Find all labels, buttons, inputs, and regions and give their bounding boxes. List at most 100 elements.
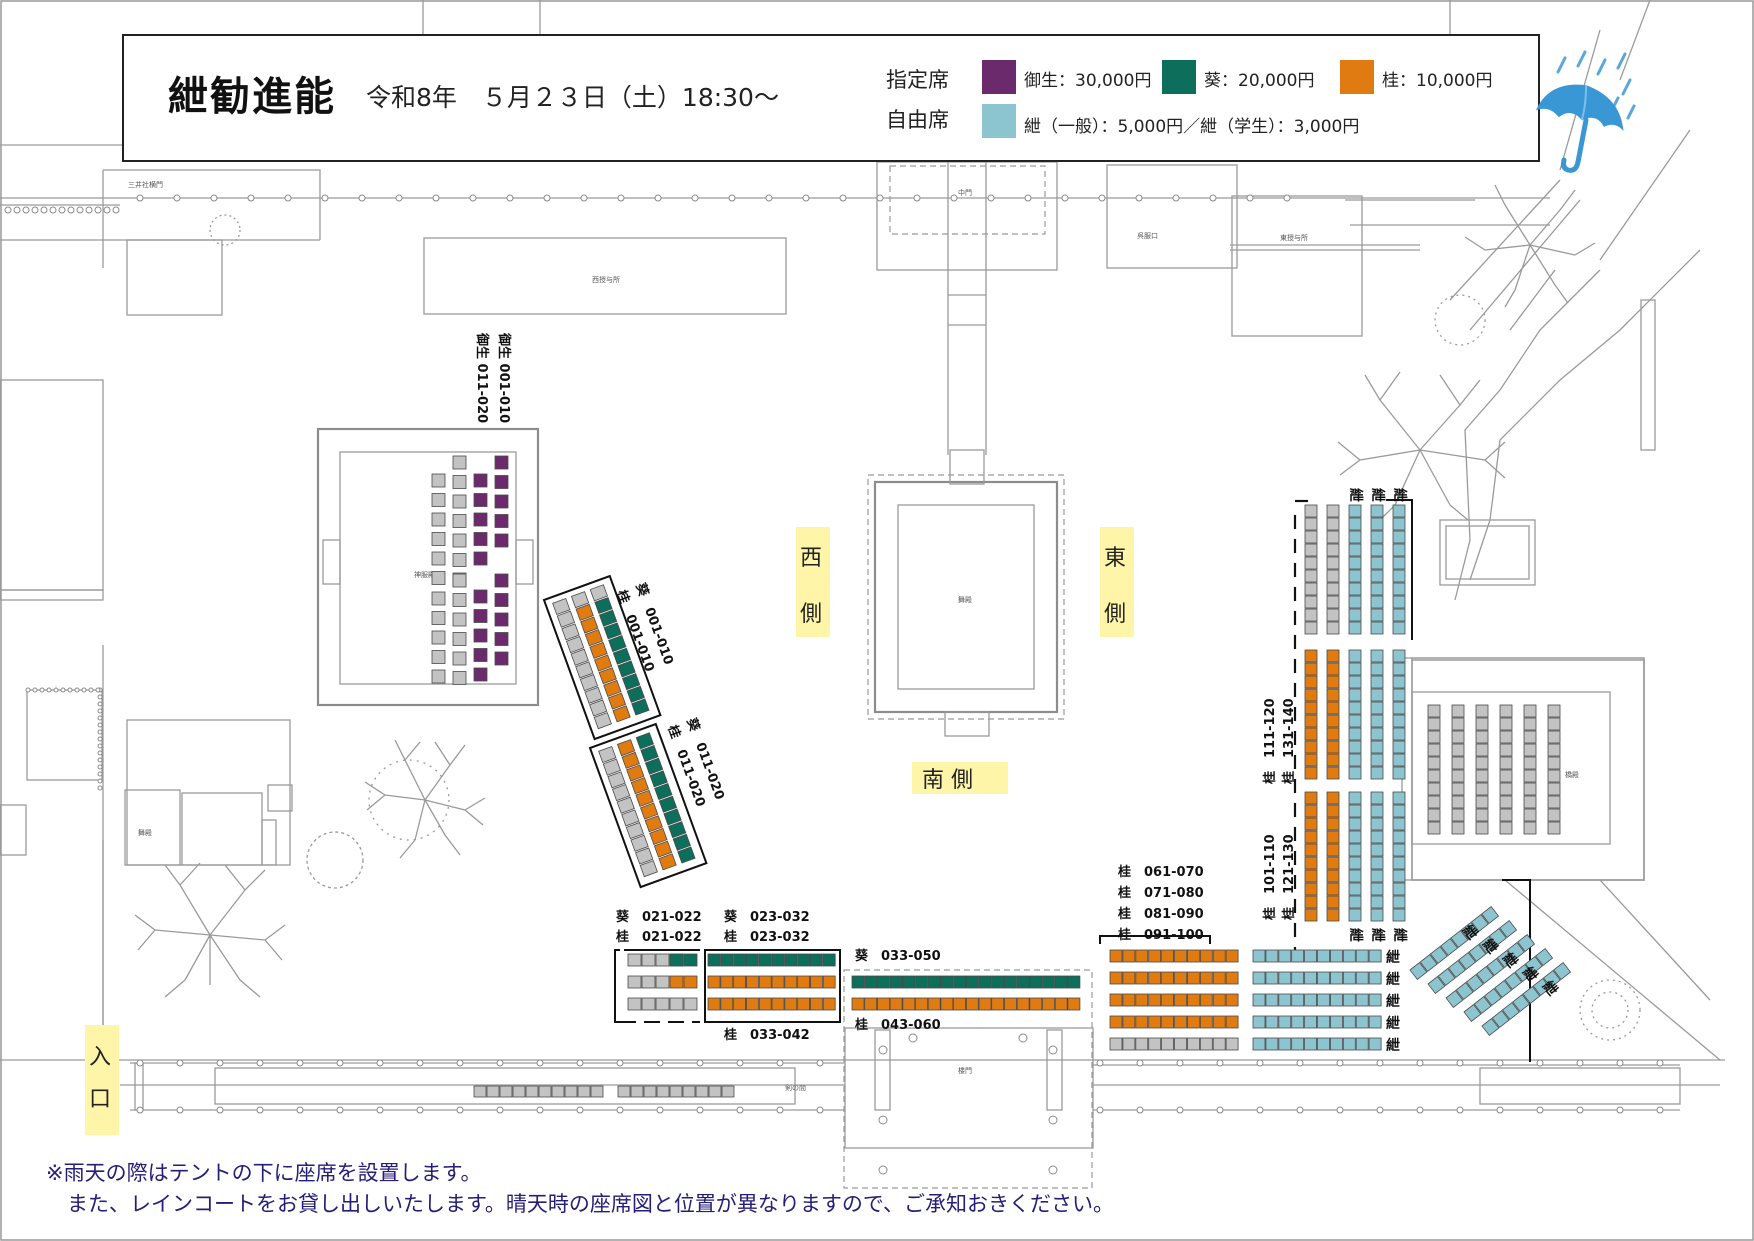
seat[interactable]: [1348, 649, 1362, 663]
seat[interactable]: [640, 744, 659, 763]
seat[interactable]: [1265, 971, 1279, 985]
seat[interactable]: [1370, 556, 1384, 570]
seat[interactable]: [784, 975, 798, 989]
seat[interactable]: [1496, 950, 1515, 968]
seat[interactable]: [1042, 975, 1055, 989]
seat[interactable]: [864, 975, 878, 989]
seat[interactable]: [627, 975, 642, 989]
seat[interactable]: [1475, 730, 1489, 744]
seat[interactable]: [473, 473, 488, 488]
seat[interactable]: [822, 997, 836, 1011]
seat[interactable]: [561, 623, 580, 641]
seat[interactable]: [1304, 595, 1318, 609]
seat[interactable]: [1370, 856, 1384, 870]
seat[interactable]: [1429, 946, 1448, 965]
seat[interactable]: [1348, 843, 1362, 857]
seat[interactable]: [1148, 993, 1162, 1007]
seat[interactable]: [1161, 1037, 1174, 1051]
seat[interactable]: [1109, 971, 1123, 985]
seat[interactable]: [1547, 730, 1561, 744]
seat[interactable]: [525, 1085, 539, 1098]
seat[interactable]: [1475, 795, 1489, 809]
seat[interactable]: [1317, 1015, 1330, 1029]
seat[interactable]: [1304, 993, 1317, 1007]
seat[interactable]: [1225, 1037, 1239, 1051]
seat[interactable]: [1265, 949, 1279, 963]
seat[interactable]: [1370, 595, 1384, 609]
seat[interactable]: [1042, 997, 1055, 1011]
seat[interactable]: [1054, 975, 1068, 989]
seat[interactable]: [991, 997, 1005, 1011]
seat[interactable]: [1427, 821, 1441, 835]
seat[interactable]: [452, 553, 467, 567]
seat[interactable]: [663, 808, 682, 826]
seat[interactable]: [1326, 908, 1340, 922]
seat[interactable]: [1450, 930, 1469, 949]
seat[interactable]: [1460, 922, 1479, 940]
seat[interactable]: [1004, 975, 1017, 989]
seat[interactable]: [1370, 740, 1384, 754]
seat[interactable]: [1499, 769, 1513, 783]
seat[interactable]: [1427, 704, 1441, 718]
seat[interactable]: [552, 597, 571, 616]
seat[interactable]: [707, 997, 721, 1011]
seat[interactable]: [1135, 1015, 1149, 1029]
seat[interactable]: [1553, 962, 1572, 980]
seat[interactable]: [579, 674, 599, 692]
seat[interactable]: [612, 647, 632, 665]
seat[interactable]: [1370, 830, 1384, 844]
seat[interactable]: [1475, 782, 1489, 796]
seat[interactable]: [1348, 688, 1362, 702]
seat[interactable]: [1370, 753, 1384, 767]
seat[interactable]: [644, 757, 664, 775]
seat[interactable]: [668, 821, 687, 839]
seat[interactable]: [669, 1085, 683, 1098]
seat[interactable]: [431, 650, 446, 664]
seat[interactable]: [612, 705, 631, 723]
seat[interactable]: [1330, 993, 1343, 1007]
seat[interactable]: [915, 975, 928, 989]
seat[interactable]: [1355, 949, 1369, 963]
seat[interactable]: [1252, 1015, 1266, 1029]
seat[interactable]: [635, 732, 654, 750]
seat[interactable]: [1304, 882, 1318, 896]
seat[interactable]: [978, 975, 992, 989]
seat[interactable]: [1326, 543, 1340, 557]
seat[interactable]: [639, 860, 658, 878]
seat[interactable]: [1427, 782, 1441, 796]
seat[interactable]: [1486, 958, 1505, 977]
seat[interactable]: [720, 997, 734, 1011]
seat[interactable]: [1326, 649, 1340, 663]
seat[interactable]: [589, 584, 608, 602]
seat[interactable]: [1326, 595, 1340, 609]
seat[interactable]: [1304, 714, 1318, 728]
seat[interactable]: [1523, 756, 1537, 770]
seat[interactable]: [1199, 1037, 1213, 1051]
seat[interactable]: [1427, 769, 1441, 783]
seat[interactable]: [1355, 971, 1369, 985]
seat[interactable]: [621, 751, 640, 769]
seat[interactable]: [1348, 675, 1362, 689]
seat[interactable]: [626, 764, 645, 782]
seat[interactable]: [570, 648, 589, 666]
seat[interactable]: [580, 616, 599, 634]
seat[interactable]: [1370, 675, 1384, 689]
seat[interactable]: [1342, 993, 1356, 1007]
seat[interactable]: [1199, 993, 1213, 1007]
seat[interactable]: [1326, 556, 1340, 570]
seat[interactable]: [1304, 869, 1318, 883]
seat[interactable]: [1392, 595, 1406, 609]
seat[interactable]: [598, 745, 617, 764]
seat[interactable]: [1392, 843, 1406, 857]
seat[interactable]: [452, 475, 467, 489]
seat[interactable]: [649, 827, 668, 845]
seat[interactable]: [1304, 856, 1318, 870]
seat[interactable]: [1542, 970, 1561, 988]
seat[interactable]: [1278, 993, 1292, 1007]
seat[interactable]: [1522, 986, 1541, 1005]
seat[interactable]: [1291, 1037, 1305, 1051]
seat[interactable]: [594, 596, 613, 615]
seat[interactable]: [1392, 882, 1406, 896]
seat[interactable]: [851, 997, 865, 1011]
seat[interactable]: [669, 975, 684, 989]
